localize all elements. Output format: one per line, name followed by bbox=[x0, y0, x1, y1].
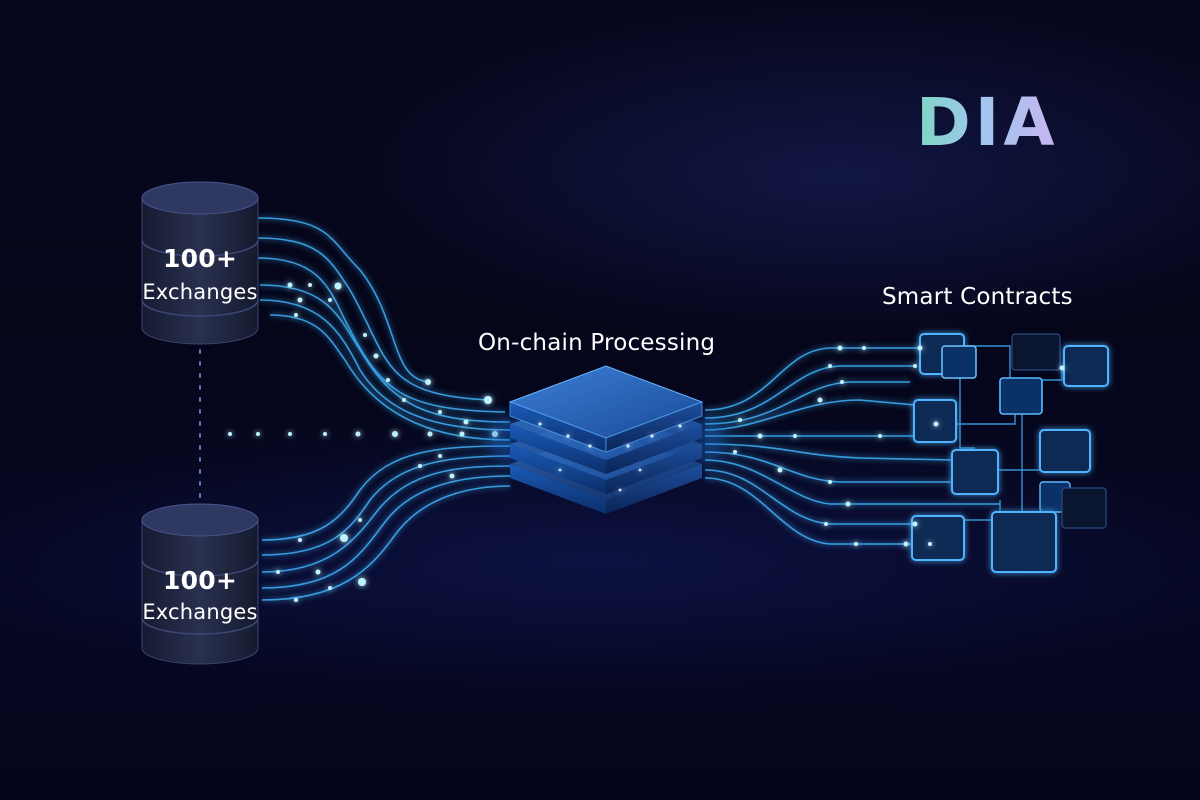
contract-block bbox=[911, 515, 965, 561]
contract-block bbox=[999, 377, 1043, 415]
source-name-bottom: Exchanges bbox=[142, 600, 258, 624]
processing-title: On-chain Processing bbox=[478, 330, 716, 356]
contract-block bbox=[1011, 333, 1061, 371]
contract-block bbox=[941, 345, 977, 379]
contract-block bbox=[1063, 345, 1109, 387]
database-top bbox=[141, 181, 259, 345]
output-lines bbox=[704, 347, 1000, 545]
data-dots-left bbox=[228, 282, 498, 602]
data-dots-right bbox=[733, 345, 909, 547]
brand-logo: DIA bbox=[916, 84, 1059, 161]
input-lines-bottom bbox=[261, 445, 511, 601]
input-lines-top bbox=[257, 217, 511, 441]
contract-block bbox=[991, 511, 1057, 573]
contract-block bbox=[1061, 487, 1107, 529]
contract-block bbox=[913, 399, 957, 443]
database-bottom bbox=[141, 503, 259, 665]
source-count-top: 100+ bbox=[163, 244, 237, 273]
processing-node bbox=[486, 365, 726, 514]
contract-block bbox=[951, 449, 999, 495]
contract-block bbox=[1039, 429, 1091, 473]
smart-contract-blocks bbox=[911, 333, 1109, 573]
contracts-title: Smart Contracts bbox=[882, 284, 1073, 310]
source-name-top: Exchanges bbox=[142, 280, 258, 304]
source-count-bottom: 100+ bbox=[163, 566, 237, 595]
